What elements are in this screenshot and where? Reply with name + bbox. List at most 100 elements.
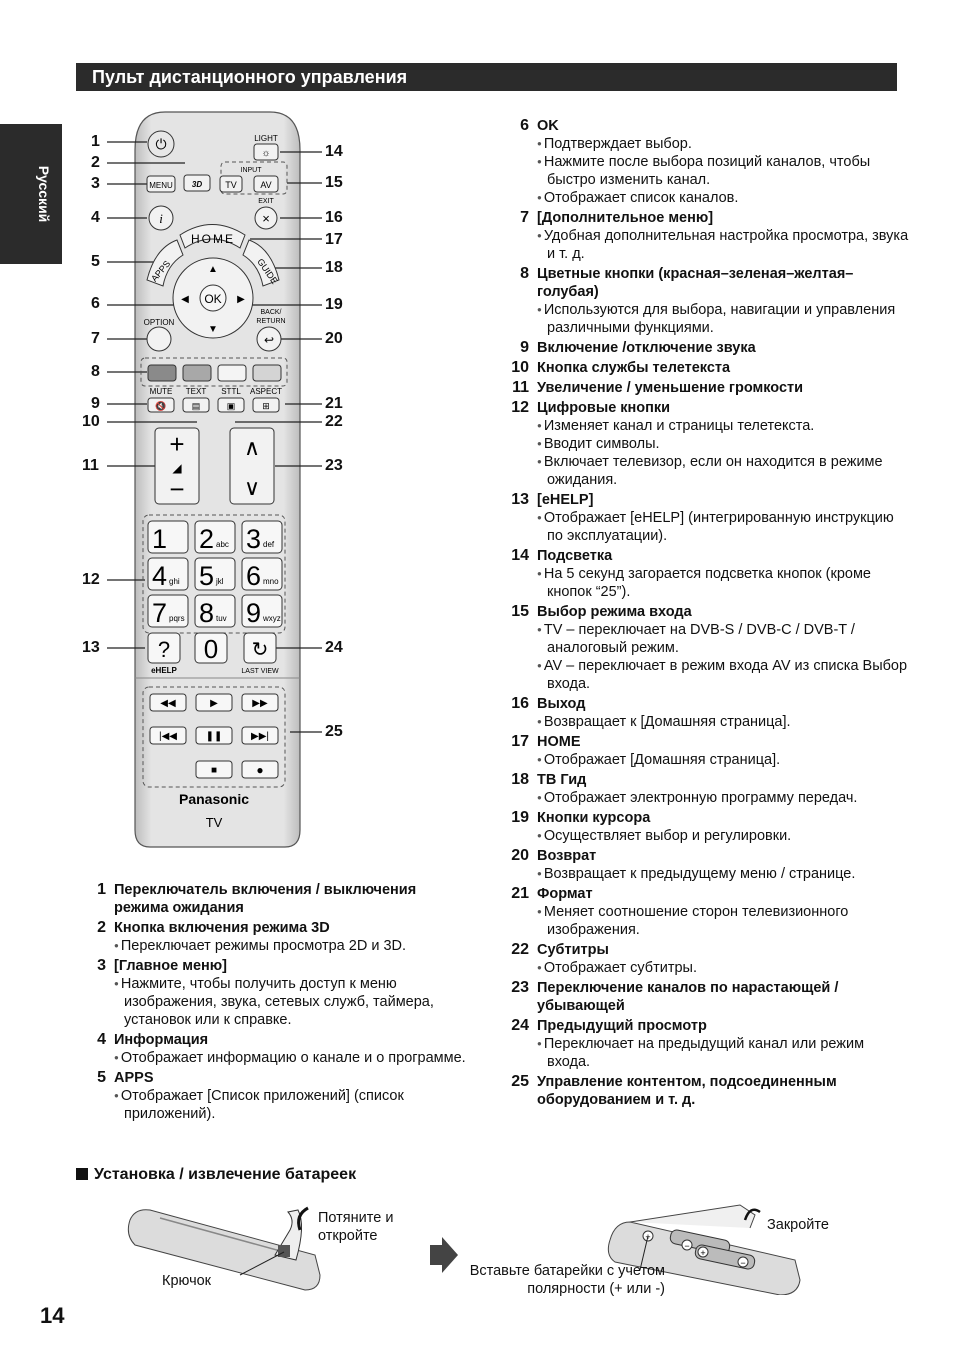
item-title: HOME	[537, 734, 581, 750]
digit-6-letters: mno	[263, 577, 279, 586]
item-bullet: Вводит символы.	[537, 435, 909, 453]
volume-rocker	[154, 427, 200, 505]
svg-text:+: +	[700, 1248, 705, 1258]
record-icon: ●	[256, 763, 263, 777]
callout-18: 18	[325, 259, 343, 276]
description-item: 22СубтитрыОтображает субтитры.	[499, 941, 909, 977]
digit-0-button	[194, 632, 228, 664]
battery-title-text: Установка / извлечение батареек	[94, 1166, 357, 1183]
item-number: 6	[520, 117, 529, 134]
yellow-button	[217, 364, 247, 382]
description-item: 13[eHELP]Отображает [eHELP] (интегрирова…	[499, 491, 909, 545]
volume-minus-icon: −	[169, 474, 184, 504]
menu-button	[146, 175, 176, 193]
info-button	[148, 205, 174, 231]
digit-2-button	[194, 520, 236, 554]
item-title: Выход	[537, 696, 586, 712]
item-bullet: Отображает [eHELP] (интегрированную инст…	[537, 509, 909, 545]
home-label: HOME	[191, 232, 235, 246]
item-title: Кнопка службы телетекста	[537, 360, 731, 376]
ok-button	[199, 284, 227, 312]
green-button	[182, 364, 212, 382]
item-bullet: Подтверждает выбор.	[537, 135, 909, 153]
callout-20: 20	[325, 330, 343, 347]
home-button	[179, 224, 246, 249]
callout-4: 4	[91, 209, 100, 226]
digit-8-button	[194, 594, 236, 628]
ehelp-label: eHELP	[151, 666, 177, 675]
power-icon: ⏻	[155, 136, 166, 152]
callout-21: 21	[325, 395, 343, 412]
item-title: Кнопки курсора	[537, 810, 651, 826]
description-item: 21 ФорматМеняет соотношение сторон телеви…	[499, 885, 909, 939]
item-title: Предыдущий просмотр	[537, 1018, 707, 1034]
ok-label: OK	[204, 292, 221, 306]
callout-22: 22	[325, 413, 343, 430]
page-number: 14	[40, 1303, 65, 1328]
item-title: Переключатель включения / выключения реж…	[114, 882, 417, 916]
item-bullet: Меняет соотношение сторон телевизионного…	[537, 903, 909, 939]
aspect-button	[252, 397, 280, 413]
digit-4: 4	[152, 561, 167, 591]
item-number: 21	[511, 885, 529, 902]
digit-2: 2	[199, 524, 214, 554]
teletext-icon: ▤	[192, 401, 201, 411]
menu-label: MENU	[149, 181, 173, 190]
digit-4-button	[147, 557, 189, 591]
rewind-icon: ◀◀	[160, 698, 176, 709]
description-item: 3[Главное меню]Нажмите, чтобы получить д…	[76, 957, 466, 1029]
item-bullet: Возвращает к [Домашняя страница].	[537, 713, 909, 731]
item-title: [Дополнительное меню]	[537, 210, 714, 226]
channel-down-icon: ∨	[244, 475, 260, 500]
close-icon: ×	[262, 211, 270, 226]
mute-icon: 🔇	[155, 400, 166, 411]
description-item: 7[Дополнительное меню]Удобная дополнител…	[499, 209, 909, 263]
battery-insert-illustration: + − + −	[607, 1204, 801, 1295]
option-label: OPTION	[144, 318, 175, 327]
item-bullet: Отображает [Домашняя страница].	[537, 751, 909, 769]
mute-button	[147, 397, 175, 413]
sttl-label: STTL	[221, 387, 241, 396]
item-bullet: Нажмите, чтобы получить доступ к меню из…	[114, 975, 466, 1029]
item-number: 14	[511, 547, 529, 564]
item-bullet: Отображает электронную программу передач…	[537, 789, 909, 807]
item-title: Формат	[537, 886, 593, 902]
item-title: [eHELP]	[537, 492, 594, 508]
arrow-up-icon: ▲	[208, 264, 218, 275]
item-bullet: Возвращает к предыдущему меню / странице…	[537, 865, 909, 883]
model-label: TV	[206, 815, 223, 830]
guide-button	[242, 239, 280, 287]
digit-9-letters: wxyz	[262, 614, 281, 623]
item-bullet: Включает телевизор, если он находится в …	[537, 453, 909, 489]
digit-5-letters: jkl	[215, 577, 224, 586]
callout-12: 12	[82, 571, 100, 588]
page-title: Пульт дистанционного управления	[92, 67, 408, 87]
exit-button	[254, 206, 278, 230]
item-bullet: TV – переключает на DVB-S / DVB-C / DVB-…	[537, 621, 909, 657]
remote-control-svg: ⏻ 3D MENU LIGHT ☼ INPUT TV AV i EXIT × H…	[107, 111, 322, 848]
digit-3-letters: def	[263, 540, 275, 549]
item-bullet: Нажмите после выбора позиций каналов, чт…	[537, 153, 909, 189]
callout-2: 2	[91, 154, 100, 171]
aspect-icon: ⊞	[262, 401, 270, 411]
subtitle-icon: ▣	[227, 401, 236, 411]
channel-up-icon: ∧	[244, 435, 260, 460]
record-button	[241, 760, 279, 779]
callout-10: 10	[82, 413, 100, 430]
description-item: 16ВыходВозвращает к [Домашняя страница].	[499, 695, 909, 731]
item-title: Подсветка	[537, 548, 613, 564]
input-label: INPUT	[241, 167, 263, 174]
digit-6-button	[241, 557, 283, 591]
callout-1: 1	[91, 133, 100, 150]
item-number: 22	[511, 941, 529, 958]
